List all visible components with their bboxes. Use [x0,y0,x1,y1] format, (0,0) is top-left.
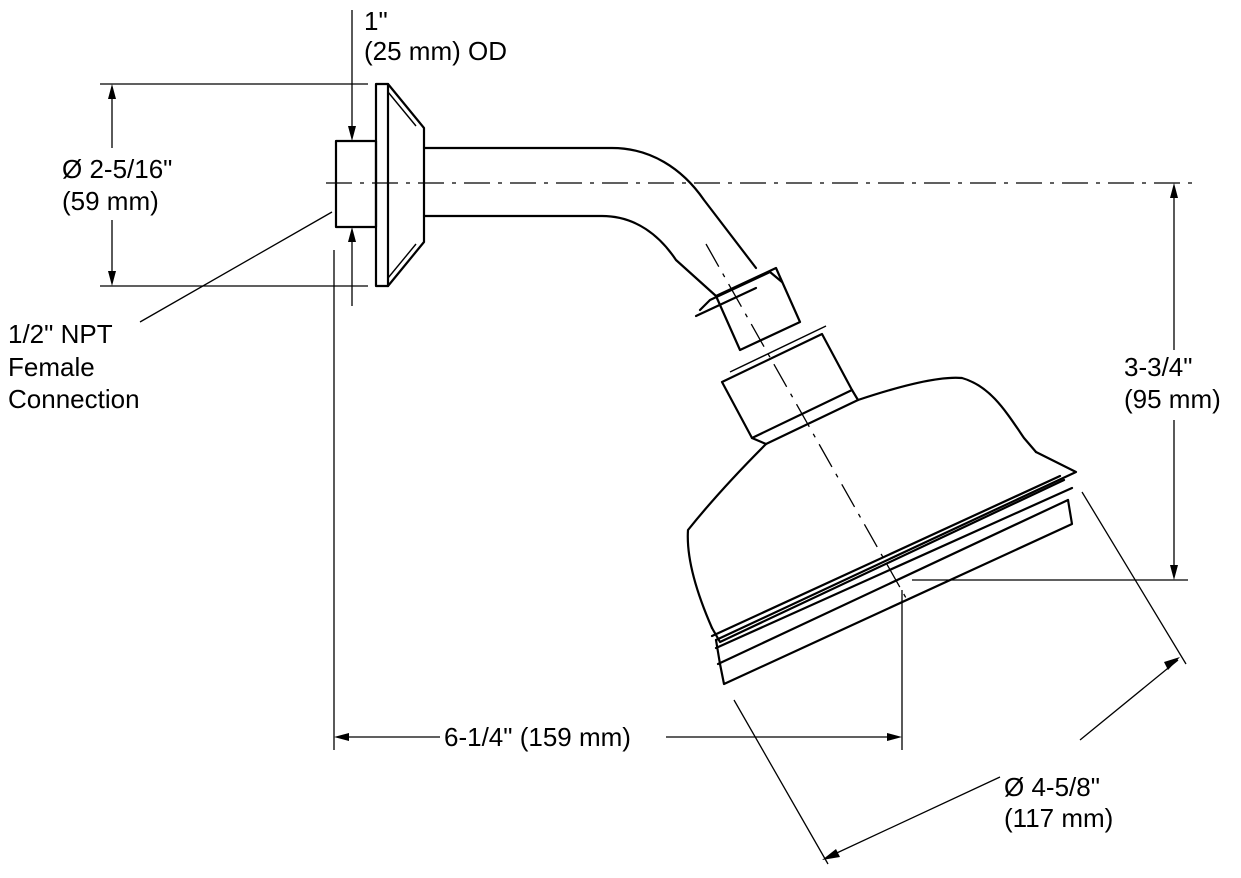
reach-label: 6-1/4" (159 mm) [444,722,631,752]
drop-dimension [912,183,1188,581]
drop-label-line2: (95 mm) [1124,384,1221,414]
swivel-collars [694,266,860,446]
flange-diameter-label-line1: Ø 2-5/16" [62,154,172,184]
head-diameter-label-line2: (117 mm) [1004,803,1113,833]
npt-label-line3: Connection [8,384,140,414]
shower-arm [422,146,758,298]
shower-head-body [686,376,1078,686]
od-label-line1: 1" [364,6,388,36]
flange-diameter-label-line2: (59 mm) [62,186,159,216]
head-diameter-dimension [733,491,1187,865]
od-label-line2: (25 mm) OD [364,36,507,66]
reach-dimension [333,250,903,750]
npt-connection-stub [334,139,378,229]
flange-diameter-dimension [100,83,368,287]
wall-flange [374,82,426,288]
od-dimension [348,10,356,306]
drop-label-line1: 3-3/4" [1124,352,1193,382]
npt-leader-line [139,211,333,323]
npt-label-line1: 1/2" NPT [8,319,113,349]
head-axis-centerline [705,243,907,599]
npt-label-line2: Female [8,352,95,382]
head-diameter-label-line1: Ø 4-5/8" [1004,772,1100,802]
